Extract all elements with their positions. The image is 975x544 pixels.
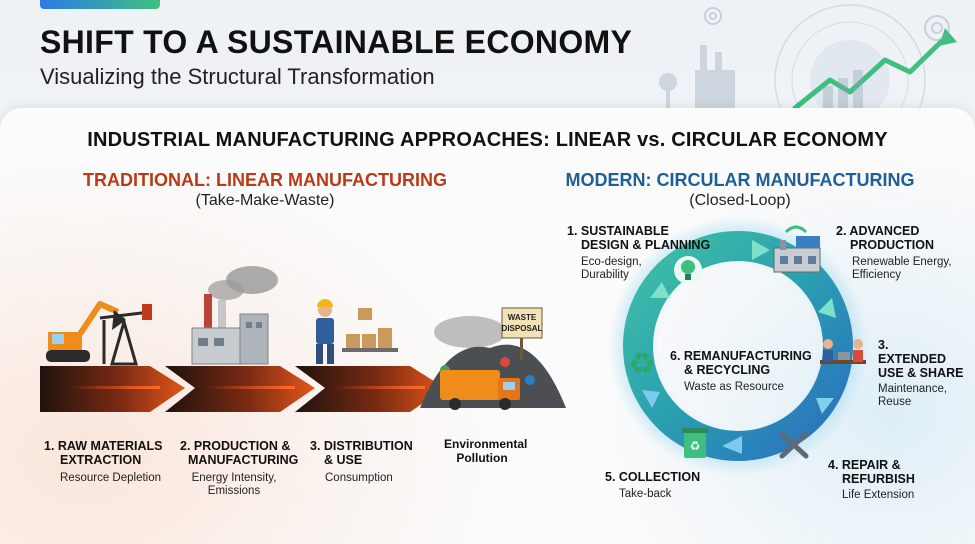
circular-step5-desc: Take-back xyxy=(619,488,672,500)
circular-diagram: ♻ ♻ xyxy=(608,216,868,476)
garbage-truck-icon xyxy=(440,370,520,410)
linear-step1-desc: Resource Depletion xyxy=(60,472,162,484)
linear-step2-title: 2. PRODUCTION &MANUFACTURING xyxy=(180,439,299,467)
section-title: INDUSTRIAL MANUFACTURING APPROACHES: LIN… xyxy=(87,129,888,151)
circular-step5-title: 5. COLLECTION xyxy=(605,470,701,484)
worker-icon xyxy=(316,299,334,364)
circular-step3-desc: Maintenance,Reuse xyxy=(878,383,948,408)
growth-arrow-icon xyxy=(792,28,957,111)
waste-sign-line1: WASTE xyxy=(508,313,537,322)
comparison-panel: INDUSTRIAL MANUFACTURING APPROACHES: LIN… xyxy=(0,108,975,544)
wrench-icon xyxy=(779,431,809,459)
solar-factory-icon xyxy=(773,225,821,273)
linear-step3-title: 3. DISTRIBUTION& USE xyxy=(310,439,413,467)
recycle-bin-icon: ♻ xyxy=(682,428,708,458)
factory-icon xyxy=(191,266,278,365)
svg-text:♻: ♻ xyxy=(629,347,656,382)
circular-step1-desc: Eco-design,Durability xyxy=(581,256,642,281)
oil-pump-icon xyxy=(99,304,152,366)
circular-step6-title: 6. REMANUFACTURING& RECYCLING xyxy=(670,349,812,377)
top-accent-bar xyxy=(40,0,160,9)
page-title: SHIFT TO A SUSTAINABLE ECONOMY xyxy=(40,24,633,60)
hero-illustration xyxy=(659,4,957,112)
circular-step4-title: 4. REPAIR &REFURBISH xyxy=(828,458,915,486)
gear-icon xyxy=(704,7,950,41)
waste-sign-line2: DISPOSAL xyxy=(502,324,543,333)
circular-step2-desc: Renewable Energy,Efficiency xyxy=(852,256,952,281)
boxes-icon xyxy=(342,308,398,352)
svg-text:♻: ♻ xyxy=(690,439,701,453)
page-subtitle: Visualizing the Structural Transformatio… xyxy=(40,64,435,89)
circular-subheading: (Closed-Loop) xyxy=(689,192,791,209)
excavator-icon xyxy=(46,301,126,362)
linear-diagram: WASTE DISPOSAL xyxy=(40,266,566,412)
linear-step2-desc: Energy Intensity,Emissions xyxy=(191,472,277,497)
circular-heading: MODERN: CIRCULAR MANUFACTURING xyxy=(565,170,915,190)
linear-step3-desc: Consumption xyxy=(325,472,393,484)
circular-loop-ring xyxy=(623,231,853,461)
recycle-icon: ♻ xyxy=(629,347,656,382)
linear-subheading: (Take-Make-Waste) xyxy=(195,192,335,209)
circular-step6-desc: Waste as Resource xyxy=(684,381,784,393)
linear-flow-arrow xyxy=(40,366,445,412)
linear-heading: TRADITIONAL: LINEAR MANUFACTURING xyxy=(83,170,447,190)
people-sharing-icon xyxy=(820,339,866,364)
lightbulb-icon xyxy=(674,256,702,284)
circular-step4-desc: Life Extension xyxy=(842,489,915,501)
